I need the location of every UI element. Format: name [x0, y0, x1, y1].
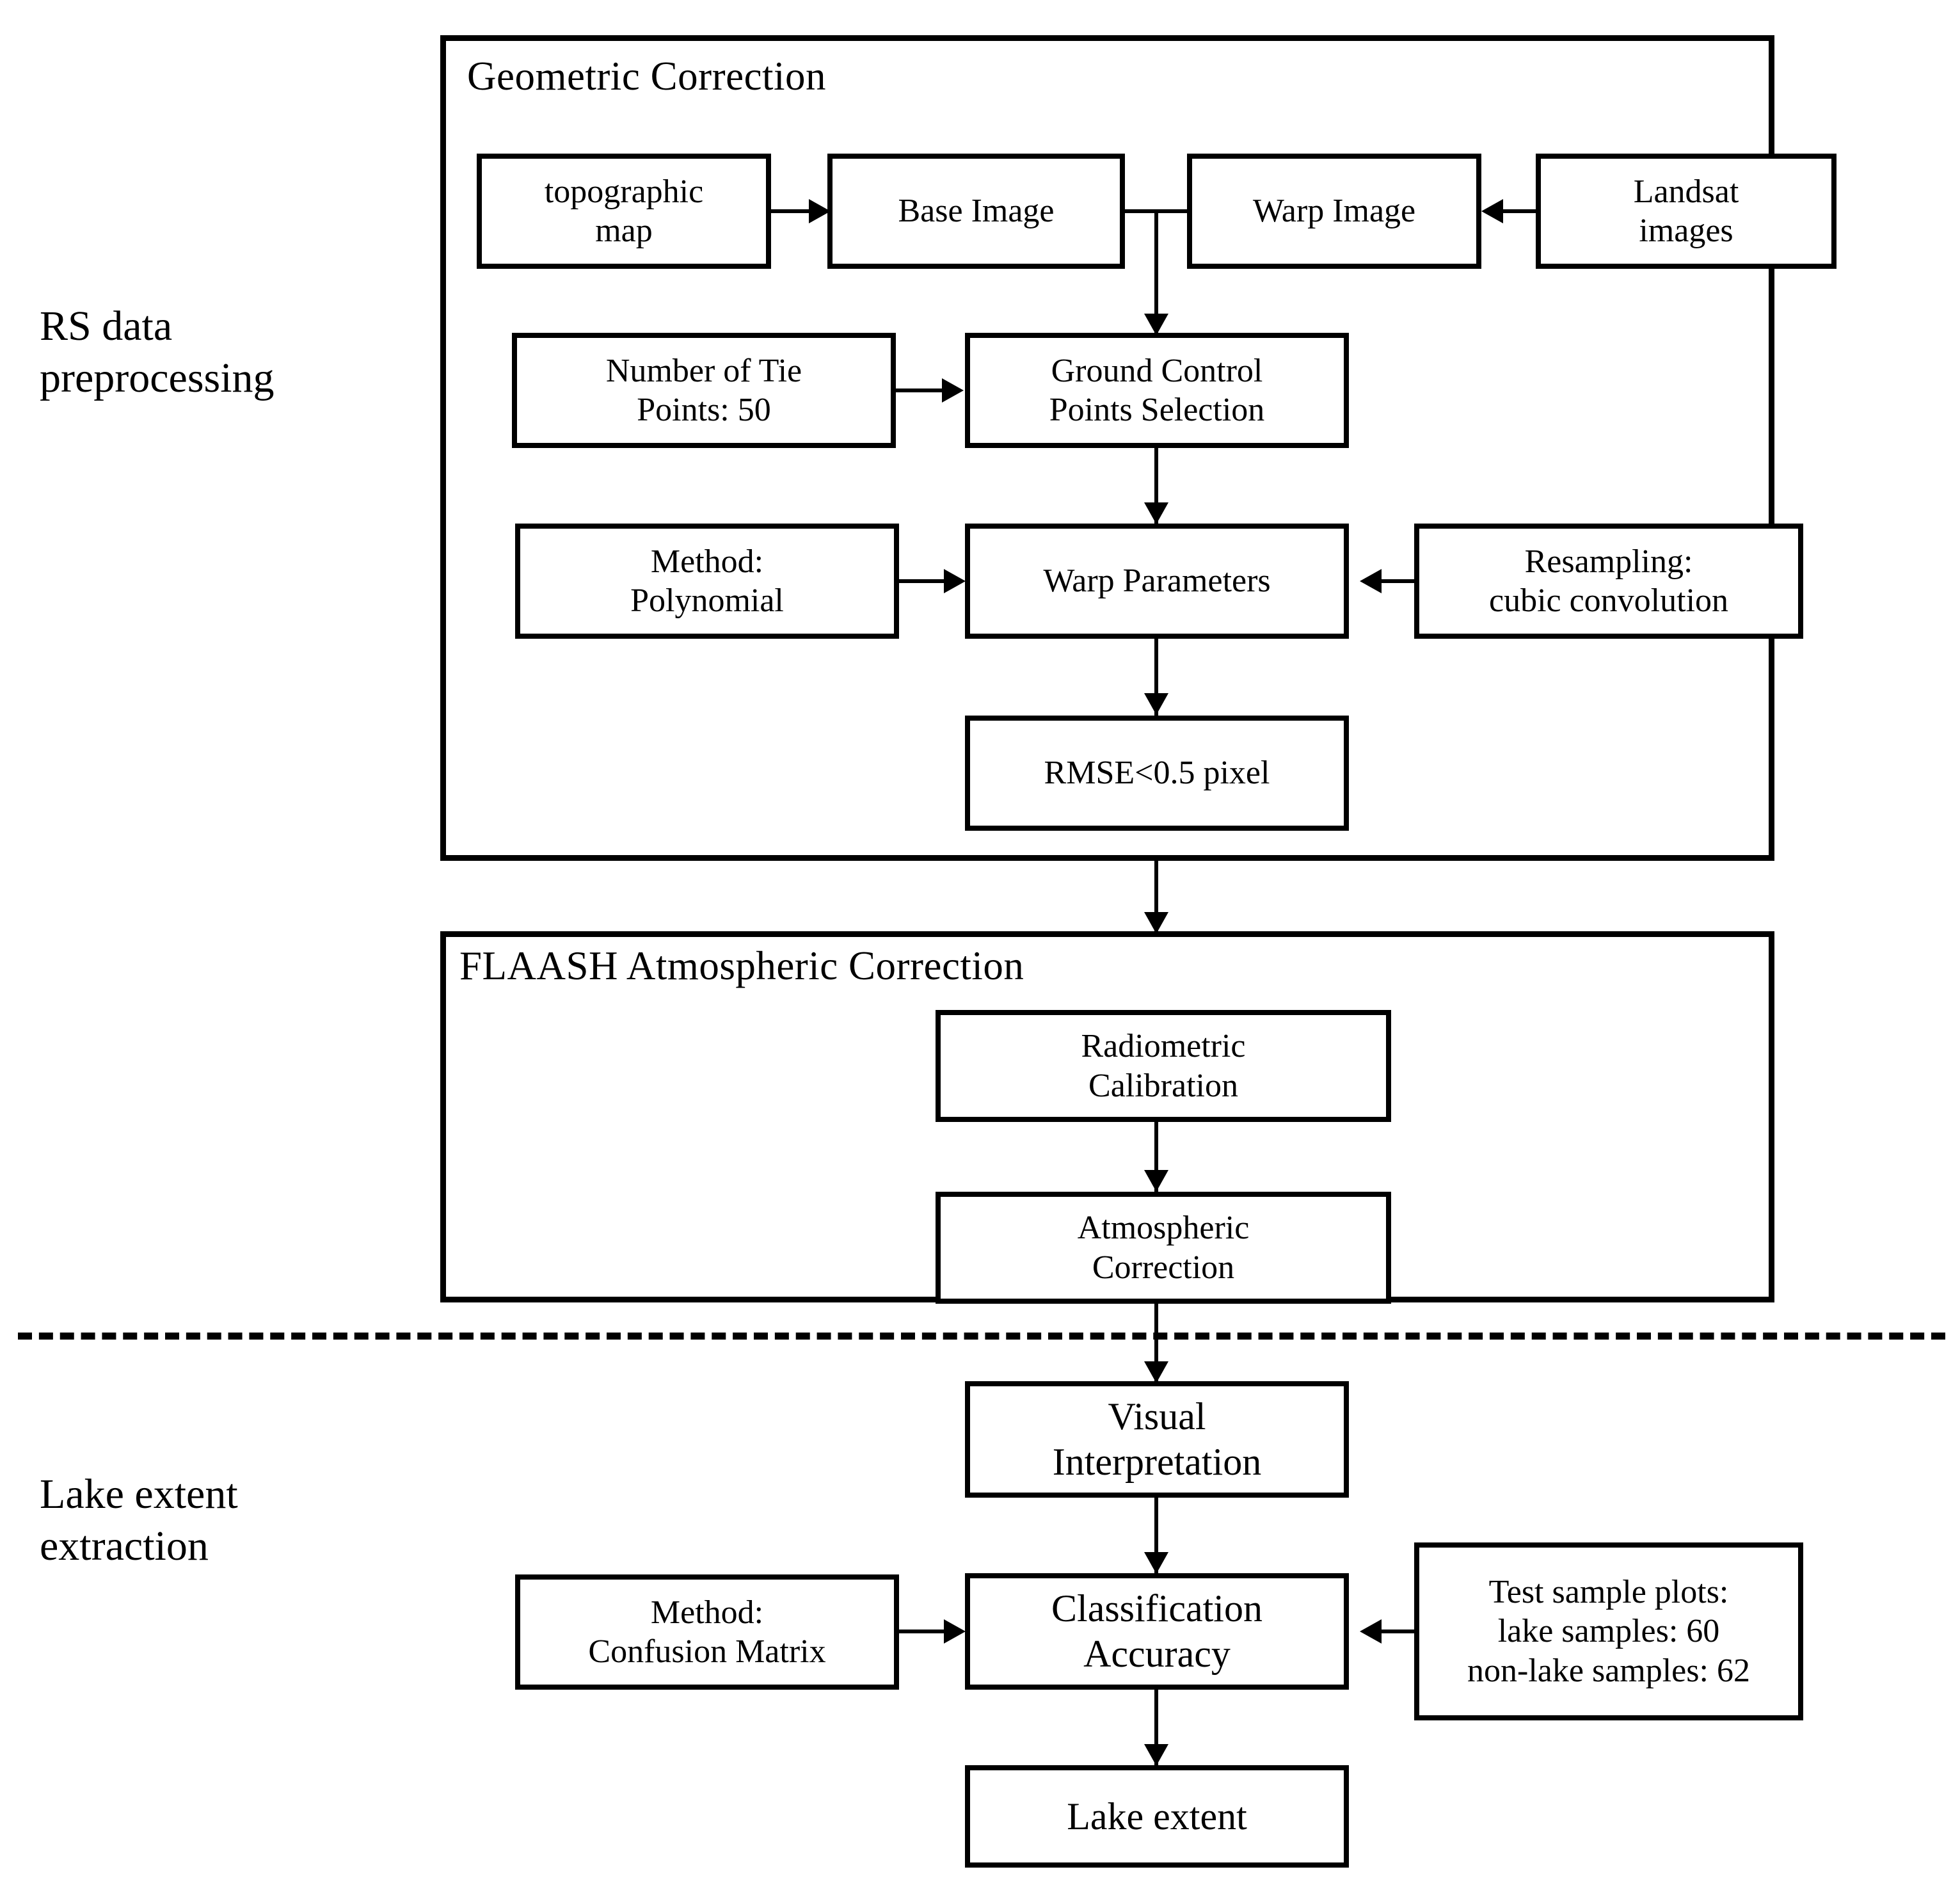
node-base-image-label: Base Image — [898, 193, 1055, 230]
arrowhead-tiepoints-to-gcp — [942, 378, 964, 403]
arrowhead-classification-to-lakeextent — [1144, 1744, 1168, 1766]
node-topographic-map-label: topographic map — [544, 173, 704, 249]
connector-method-to-warpparams — [899, 579, 946, 583]
node-warp-parameters[interactable]: Warp Parameters — [965, 524, 1349, 639]
arrowhead-testsamples-to-classification — [1360, 1619, 1382, 1644]
node-atmospheric-correction[interactable]: Atmospheric Correction — [936, 1192, 1391, 1304]
node-radiometric-calibration-label: Radiometric Calibration — [1081, 1028, 1246, 1104]
connector-classification-to-lakeextent — [1154, 1690, 1158, 1768]
arrowhead-junction-to-gcp — [1144, 314, 1168, 335]
node-lake-extent-label: Lake extent — [1067, 1795, 1247, 1838]
node-resampling-label: Resampling: cubic convolution — [1488, 543, 1729, 619]
connector-warpparams-to-rmse — [1154, 639, 1158, 717]
connector-tiepoints-to-gcp — [896, 388, 944, 392]
arrowhead-resampling-to-warpparams — [1360, 569, 1382, 593]
node-tie-points[interactable]: Number of Tie Points: 50 — [512, 333, 896, 448]
node-rmse-label: RMSE<0.5 pixel — [1044, 755, 1270, 792]
connector-resampling-to-warpparams — [1369, 579, 1417, 583]
node-landsat-images-label: Landsat images — [1633, 173, 1739, 249]
arrowhead-flaash-to-visual-interpretation — [1144, 1361, 1168, 1383]
connector-confusionmatrix-to-classification — [899, 1630, 946, 1633]
node-warp-parameters-label: Warp Parameters — [1043, 563, 1271, 600]
connector-radiometric-to-atmospheric — [1154, 1122, 1158, 1194]
connector-junction-to-gcp — [1154, 209, 1158, 334]
arrowhead-confusionmatrix-to-classification — [944, 1619, 966, 1644]
connector-landsat-to-warpimage — [1491, 209, 1537, 213]
connector-testsamples-to-classification — [1369, 1630, 1417, 1633]
arrowhead-gcp-to-warpparams — [1144, 502, 1168, 524]
node-method-confusion-matrix-label: Method: Confusion Matrix — [588, 1594, 826, 1670]
node-lake-extent[interactable]: Lake extent — [965, 1765, 1349, 1868]
arrowhead-landsat-to-warpimage — [1481, 199, 1503, 223]
connector-flaash-to-visual-interpretation — [1154, 1302, 1158, 1384]
node-atmospheric-correction-label: Atmospheric Correction — [1077, 1210, 1250, 1286]
arrowhead-warpparams-to-rmse — [1144, 693, 1168, 715]
node-warp-image-label: Warp Image — [1252, 193, 1416, 230]
node-classification-accuracy-label: Classification Accuracy — [1051, 1587, 1263, 1675]
group-title-geometric-correction: Geometric Correction — [467, 54, 827, 99]
node-test-sample-plots-label: Test sample plots: lake samples: 60 non-… — [1467, 1573, 1750, 1689]
node-visual-interpretation[interactable]: Visual Interpretation — [965, 1381, 1349, 1498]
node-classification-accuracy[interactable]: Classification Accuracy — [965, 1573, 1349, 1690]
node-base-image[interactable]: Base Image — [827, 154, 1125, 269]
connector-visual-to-classification — [1154, 1498, 1158, 1576]
node-test-sample-plots[interactable]: Test sample plots: lake samples: 60 non-… — [1414, 1542, 1803, 1720]
arrowhead-radiometric-to-atmospheric — [1144, 1170, 1168, 1192]
arrowhead-topomap-to-baseimage — [809, 199, 831, 223]
node-method-polynomial-label: Method: Polynomial — [630, 543, 784, 619]
connector-topomap-to-baseimage — [771, 209, 816, 213]
arrowhead-method-to-warpparams — [944, 569, 966, 593]
section-label-lake-extraction: Lake extent extraction — [40, 1471, 238, 1569]
node-tie-points-label: Number of Tie Points: 50 — [605, 352, 802, 428]
section-label-rs-preprocessing: RS data preprocessing — [40, 303, 275, 401]
node-topographic-map[interactable]: topographic map — [477, 154, 771, 269]
node-gcp-selection[interactable]: Ground Control Points Selection — [965, 333, 1349, 448]
node-gcp-selection-label: Ground Control Points Selection — [1049, 352, 1265, 428]
arrowhead-visual-to-classification — [1144, 1552, 1168, 1574]
node-resampling[interactable]: Resampling: cubic convolution — [1414, 524, 1803, 639]
node-method-polynomial[interactable]: Method: Polynomial — [515, 524, 899, 639]
section-divider-dashed — [18, 1333, 1945, 1340]
node-method-confusion-matrix[interactable]: Method: Confusion Matrix — [515, 1574, 899, 1690]
node-rmse[interactable]: RMSE<0.5 pixel — [965, 716, 1349, 831]
node-visual-interpretation-label: Visual Interpretation — [1052, 1395, 1262, 1483]
node-radiometric-calibration[interactable]: Radiometric Calibration — [936, 1010, 1391, 1122]
connector-geometric-to-flaash — [1154, 861, 1158, 936]
arrowhead-geometric-to-flaash — [1144, 912, 1168, 934]
group-title-flaash: FLAASH Atmospheric Correction — [459, 943, 1024, 988]
node-warp-image[interactable]: Warp Image — [1187, 154, 1481, 269]
connector-gcp-to-warpparams — [1154, 448, 1158, 525]
node-landsat-images[interactable]: Landsat images — [1536, 154, 1837, 269]
